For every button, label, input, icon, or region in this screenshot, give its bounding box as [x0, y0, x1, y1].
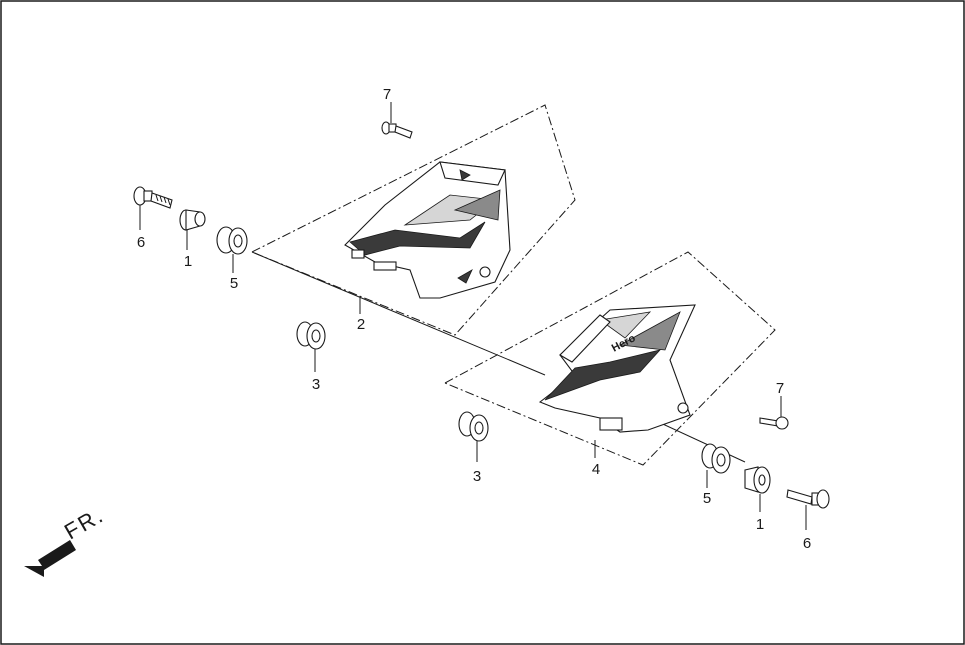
grommet-3-upper: [296, 321, 326, 350]
grommet-left: [216, 226, 248, 255]
callout-cover-4: 4: [592, 461, 600, 478]
side-cover-upper: [344, 161, 511, 299]
callout-right-screw-7: 7: [776, 380, 784, 397]
callout-top-screw-7: 7: [383, 86, 391, 103]
callout-right-bolt-6: 6: [803, 535, 811, 552]
screw-right: [759, 416, 789, 430]
collar-right: [744, 466, 771, 494]
centerline-left: [251, 251, 546, 376]
screw-top: [381, 121, 413, 139]
cover-4-assembly-outline: [443, 251, 776, 466]
callout-left-bolt-6: 6: [137, 234, 145, 251]
callout-grommet-3a: 3: [312, 376, 320, 393]
callout-grommet-3b: 3: [473, 468, 481, 485]
cover-2-assembly-outline: [250, 104, 576, 336]
arrow-icon: [24, 540, 76, 577]
grommet-right: [701, 443, 731, 474]
grommet-3-lower: [458, 411, 489, 442]
callout-right-collar-1: 1: [756, 516, 764, 533]
callout-left-grommet-5: 5: [230, 275, 238, 292]
bolt-left: [133, 186, 173, 209]
bolt-right: [786, 489, 830, 509]
callout-cover-2: 2: [357, 316, 365, 333]
callout-right-grommet-5: 5: [703, 490, 711, 507]
side-cover-lower: Hero: [538, 304, 696, 433]
collar-left: [179, 209, 206, 231]
callout-left-collar-1: 1: [184, 253, 192, 270]
